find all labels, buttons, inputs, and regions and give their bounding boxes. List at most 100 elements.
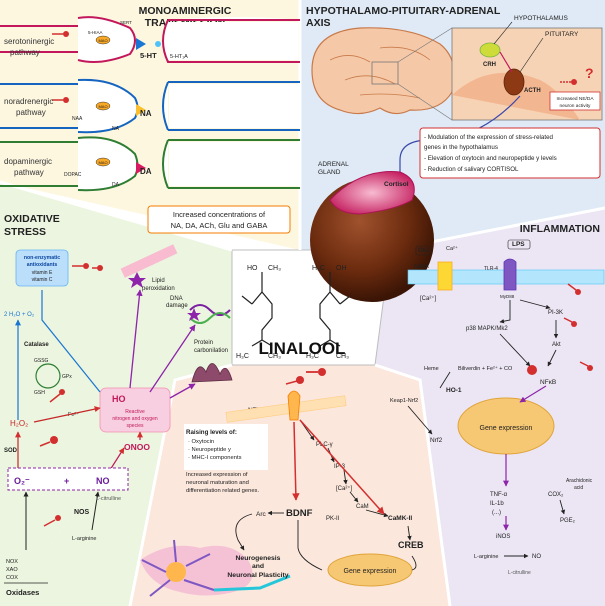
gsh-label: GSH	[34, 390, 45, 396]
raising-title: Raising levels of:	[186, 429, 237, 436]
pituitary-label: PITUITARY	[545, 31, 579, 38]
noradrenergic-label-line2: pathway	[16, 108, 46, 117]
ch3-struct-2b: CH₃	[336, 353, 349, 360]
inflammation-title: INFLAMMATION	[520, 223, 600, 235]
brain-illustration	[311, 27, 455, 115]
nerda-line1: Increased NE/DA	[556, 96, 594, 102]
radicals-box	[7, 467, 129, 491]
acth-label: ACTH	[524, 88, 541, 94]
monoaminergic-summary-box	[147, 205, 291, 234]
bdnf-ca-label: [Ca²⁺]	[336, 485, 353, 492]
5hiaa-label: 5-HIAA	[88, 30, 103, 35]
arginine-label: L-arginine	[72, 536, 96, 542]
catalase-label: Catalase	[24, 342, 49, 348]
h3c-struct-1a: H₃C	[236, 353, 249, 360]
nfkb-label: NFκB	[540, 379, 556, 386]
pi3k-label: PI-3K	[548, 310, 563, 316]
linalool-structure-2	[319, 272, 351, 347]
tlr4-receptor	[503, 258, 517, 291]
dopaminergic-synapse: MAO DA DOPAC DA	[0, 136, 300, 192]
lipid-membrane	[120, 244, 178, 278]
adrenal-gland	[329, 171, 415, 215]
oxidative-title-line1: OXIDATIVE	[4, 213, 60, 225]
serotonergic-label-line1: serotoninergic	[4, 37, 54, 46]
serotonergic-synapse: MAO SERT 5-HIAA 5-HT 5-HT₁A	[0, 16, 300, 63]
inflammation-no-label: NO	[532, 554, 541, 560]
bdnf-label: BDNF	[286, 508, 313, 519]
ho-struct-1: HO	[247, 265, 258, 272]
camk2-label: CaMK-II	[388, 515, 412, 522]
noradrenergic-synapse: MAO NA NAA NA	[0, 78, 300, 134]
gpx-label: GPx	[62, 374, 72, 380]
plc-label: PLC-γ	[316, 442, 333, 448]
arc-label: Arc	[256, 511, 267, 518]
question-mark: ?	[585, 65, 594, 81]
inflammation-panel: INFLAMMATION Glu Ca²⁺ NMDA LPS TLR-4 MyD…	[390, 223, 605, 576]
bdnf-membrane	[225, 395, 347, 423]
5ht-label: 5-HT	[140, 51, 157, 60]
da-label: DA	[140, 167, 152, 176]
larg-label: L-arginine	[474, 554, 498, 560]
noradrenergic-label-line1: noradrenergic	[4, 97, 53, 106]
inos-label: iNOS	[496, 534, 510, 540]
da-small-label: DA	[112, 182, 120, 188]
dna-line2: damage	[166, 303, 188, 309]
ch3-struct-1b: CH₃	[268, 353, 281, 360]
hpa-effect-4: - Reduction of salivary CORTISOL	[424, 166, 519, 173]
hypothalamus-label: HYPOTHALAMUS	[514, 15, 568, 22]
increased-line1: Increased expression of	[186, 472, 248, 478]
lipid-star	[128, 272, 146, 288]
raising-item-2: · Neuropeptide y	[188, 447, 231, 453]
plus-label: +	[64, 476, 69, 486]
nerda-box	[549, 91, 601, 111]
aa-line2: acid	[574, 485, 583, 491]
biliverdin-label: Biliverdin + Fe²⁺ + CO	[458, 365, 513, 372]
crh-label: CRH	[483, 62, 496, 68]
hpa-effect-3: - Elevation of oxytocin and neuropeptide…	[424, 155, 557, 162]
glu-label: Glu	[418, 247, 429, 254]
keap-label: Keap1-Nrf2	[390, 398, 418, 404]
monoaminergic-summary-line1: Increased concentrations of	[173, 210, 266, 219]
protein-shape	[191, 363, 233, 383]
mao-label-1: MAO	[98, 38, 107, 43]
lcit-label: L-citrulline	[508, 570, 531, 576]
protein-line2: carbonilation	[194, 348, 228, 354]
nrf2-label: Nrf2	[430, 437, 443, 444]
ch3-struct-1: CH₃	[268, 265, 281, 272]
monoaminergic-panel: MONOAMINERGIC TRANSMISSION MAO SERT 5-HI…	[0, 5, 300, 234]
nerda-line2: neuron activity	[560, 103, 592, 109]
linalool-molecule-icon	[318, 368, 326, 376]
oxidative-panel: OXIDATIVE STRESS non-enzymatic antioxida…	[4, 213, 233, 597]
inflammation-gene-expr: Gene expression	[480, 425, 533, 432]
sert-label: SERT	[120, 20, 132, 25]
na-label: NA	[140, 109, 152, 118]
fe-label: Fe²⁺	[68, 411, 79, 418]
na-small-label: NA	[112, 126, 120, 132]
ros-line1: Reactive	[125, 409, 145, 415]
panel-oxidative-bg2	[0, 380, 175, 606]
citrulline-label: L-citrulline	[96, 496, 121, 502]
neuro-line2: and	[252, 563, 264, 570]
ip3-label: IP-3	[334, 464, 346, 470]
no-label: NO	[96, 476, 110, 486]
oh-struct-2: OH	[336, 265, 347, 272]
neuro-line3: Neuronal Plasticity	[227, 572, 288, 579]
ca-int-label: [Ca²⁺]	[420, 295, 437, 302]
dna-line1: DNA	[170, 296, 183, 302]
protein-line1: Protein	[194, 340, 213, 346]
adrenal-label-line1: ADRENAL	[318, 161, 349, 168]
nos-label: NOS	[74, 509, 90, 516]
increased-line3: differentiation related genes.	[186, 488, 259, 494]
cox2-label: COX₂	[548, 492, 564, 498]
dna-star	[187, 308, 201, 321]
heme-label: Heme	[424, 366, 439, 372]
il1b-label: IL-1b	[490, 501, 504, 507]
dopaminergic-label-line1: dopaminergic	[4, 157, 52, 166]
akt-label: Akt	[552, 342, 561, 348]
serotonergic-label-line2: pathway	[10, 48, 40, 57]
hpa-title-line2: AXIS	[306, 17, 331, 29]
onoo-label: ONOO	[124, 442, 150, 452]
gssg-label: GSSG	[34, 358, 49, 364]
naa-label: NAA	[72, 116, 83, 122]
